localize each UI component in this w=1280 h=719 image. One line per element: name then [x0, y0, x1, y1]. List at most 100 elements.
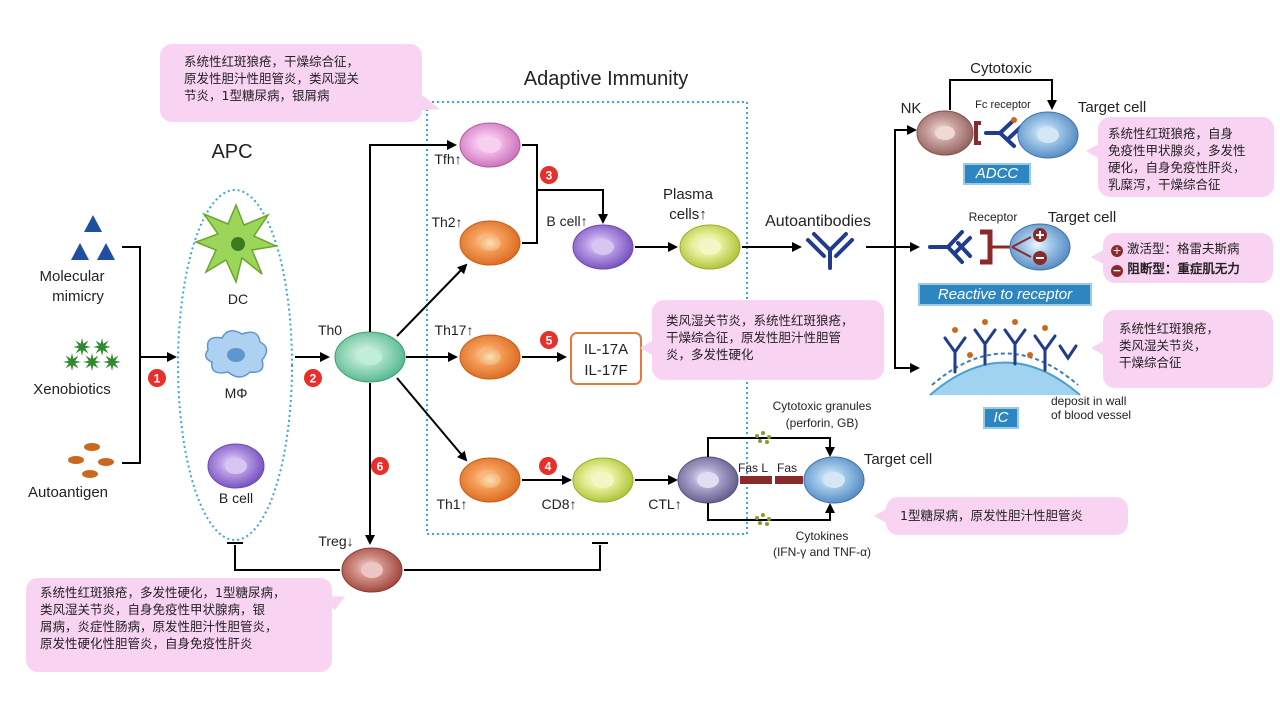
ctl-target-cell [803, 456, 865, 504]
block-minus-icon: − [1111, 264, 1123, 277]
callout-treg-text: 系统性红斑狼疮，多发性硬化，1型糖尿病， 类风湿关节炎，自身免疫性甲状腺病，银 … [40, 585, 286, 651]
step-number-4: 4 [545, 460, 552, 474]
activate-text: 激活型：格雷夫斯病 [1126, 241, 1240, 256]
callout-adcc: 系统性红斑狼疮，自身 免疫性甲状腺炎，多发性 硬化，自身免疫性肝炎， 乳糜泻，干… [1086, 117, 1274, 197]
callout-ctl-text: 1型糖尿病，原发性胆汁性胆管炎 [900, 508, 1083, 523]
receptor-icon [980, 229, 993, 265]
step-number-1: 1 [154, 372, 161, 386]
th2-cell [459, 220, 521, 266]
apc-label: APC [211, 141, 252, 163]
th2-label: Th2↑ [431, 214, 462, 230]
step-number-3: 3 [546, 169, 553, 183]
plus-icon [1033, 228, 1047, 242]
receptor-target-cell [1009, 223, 1071, 271]
step-marker-5 [540, 331, 558, 349]
cytokines-icon [755, 513, 771, 526]
cytotoxic-arrow [949, 79, 1057, 110]
arrow-th0-th1 [396, 377, 468, 462]
granules-arrow [707, 437, 835, 457]
activate-line [1011, 236, 1032, 248]
plasma-label-1: Plasma [663, 186, 714, 203]
dc-label: DC [228, 291, 248, 307]
autoantigen-icon [68, 443, 114, 478]
apc-bcell-icon [207, 443, 265, 489]
il17f-label: IL-17F [584, 362, 627, 379]
fc-receptor-label: Fc receptor [975, 99, 1031, 111]
callout-receptor-activate: + 激活型：格雷夫斯病 [1111, 239, 1265, 259]
adcc-badge-text: ADCC [975, 165, 1019, 182]
callout-receptor: + 激活型：格雷夫斯病 − 阻断型：重症肌无力 [1091, 233, 1273, 283]
cytotoxic-label: Cytotoxic [970, 60, 1032, 77]
callout-adcc-text: 系统性红斑狼疮，自身 免疫性甲状腺炎，多发性 硬化，自身免疫性肝炎， 乳糜泻，干… [1108, 126, 1246, 192]
step-marker-1 [148, 369, 166, 387]
tfh-cell [459, 122, 521, 168]
il17a-label: IL-17A [584, 341, 628, 358]
cytokines-label-1: Cytokines [796, 529, 849, 543]
granules-label-1: Cytotoxic granules [773, 399, 872, 413]
apc-bcell-label: B cell [219, 490, 253, 506]
treg-cell [341, 547, 403, 593]
bcell-up-cell [572, 224, 634, 270]
molecular-mimicry-icon [71, 215, 115, 260]
arrow-th0-tfh [369, 140, 457, 332]
nk-cell [916, 110, 974, 156]
cd8-cell [572, 457, 634, 503]
treg-label: Treg↓ [318, 533, 353, 549]
autoantibodies-label: Autoantibodies [765, 213, 871, 230]
molecular-mimicry-label-2: mimicry [52, 288, 104, 305]
adcc-target-cell [1017, 111, 1079, 159]
autoantigen-label: Autoantigen [28, 484, 108, 501]
fas-bar [775, 476, 803, 484]
adcc-badge: ADCC [963, 163, 1031, 185]
xenobiotic-star [73, 338, 91, 356]
callout-ctl: 1型糖尿病，原发性胆汁性胆管炎 [874, 497, 1128, 535]
apc-ellipse [177, 189, 293, 541]
xenobiotics-label: Xenobiotics [33, 381, 111, 398]
nk-label: NK [901, 100, 922, 117]
granules-icon [755, 431, 771, 444]
il17-box [570, 332, 642, 385]
ctl-target-label: Target cell [864, 451, 932, 468]
th17-cell [459, 334, 521, 380]
xenobiotic-star [83, 353, 101, 371]
granules-label-2: (perforin, GB) [786, 416, 859, 430]
adcc-target-label: Target cell [1078, 99, 1146, 116]
step-marker-3 [540, 166, 558, 184]
input-bracket [122, 246, 141, 464]
th1-label: Th1↑ [436, 496, 467, 512]
callout-th17-text: 类风湿关节炎，系统性红斑狼疮， 干燥综合征，原发性胆汁性胆管 炎，多发性硬化 [666, 313, 854, 362]
th0-cell [334, 331, 406, 383]
cd8-label: CD8↑ [541, 496, 576, 512]
bcell-up-label: B cell↑ [546, 213, 587, 229]
deposit-label-2: of blood vessel [1051, 408, 1131, 422]
reactive-badge-text: Reactive to receptor [937, 286, 1073, 303]
xenobiotic-star [63, 353, 81, 371]
reactive-badge: Reactive to receptor [918, 283, 1092, 306]
block-text: 阻断型：重症肌无力 [1127, 261, 1240, 276]
molecular-mimicry-label-1: Molecular [39, 268, 104, 285]
fas-label: Fas [777, 461, 797, 475]
callout-ic-text: 系统性红斑狼疮， 类风湿关节炎， 干燥综合征 [1119, 321, 1220, 370]
adcc-antigen-icon [1011, 117, 1017, 123]
macrophage-icon [205, 330, 268, 378]
th1-cell [459, 457, 521, 503]
treg-inhibit-adaptive [404, 545, 601, 571]
dc-icon [193, 203, 279, 285]
step-marker-6 [371, 457, 389, 475]
arrow-to-ic [866, 246, 920, 373]
fasl-label: Fas L [738, 461, 768, 475]
block-line [1011, 246, 1032, 258]
tfh-th2-bracket [522, 144, 538, 244]
plasma-label-2: cells↑ [669, 206, 707, 223]
ic-deposit-icon [929, 319, 1081, 396]
callout-receptor-block: − 阻断型：重症肌无力 [1111, 259, 1265, 279]
step-number-2: 2 [310, 372, 317, 386]
treg-inhibit-apc [234, 545, 340, 571]
plasma-cell [679, 224, 741, 270]
callout-tfh-text: 系统性红斑狼疮，干燥综合征， 原发性胆汁性胆管炎，类风湿关 节炎，1型糖尿病，银… [184, 54, 360, 103]
adaptive-immunity-title: Adaptive Immunity [524, 68, 689, 90]
macrophage-label: MΦ [225, 385, 248, 401]
minus-icon [1033, 251, 1047, 265]
